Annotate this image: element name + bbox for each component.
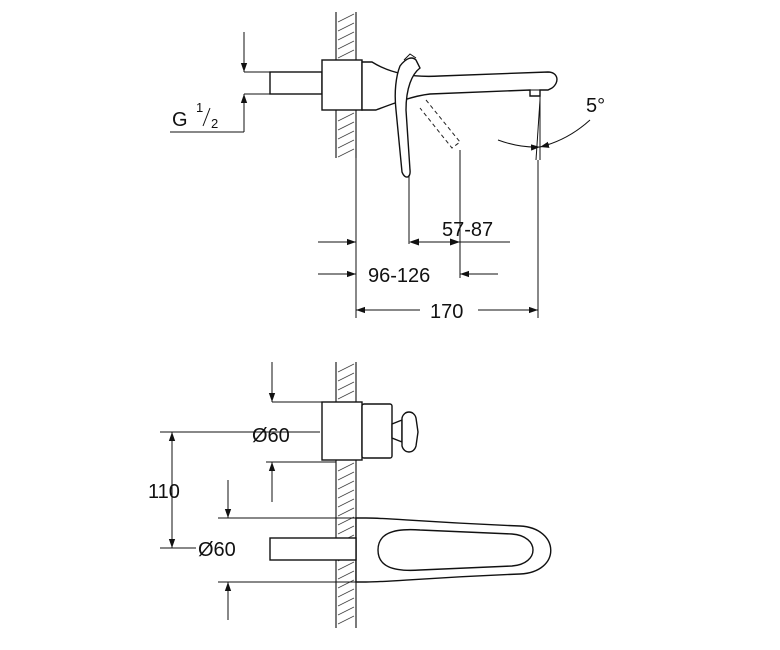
wall-hatch-line (337, 13, 355, 23)
spout-length-label: 170 (430, 301, 463, 323)
mixer-sleeve (321, 401, 363, 461)
wall-hatch-line (337, 148, 355, 158)
wall-hatch-line (337, 507, 355, 517)
side-view: G 1 2 5° 57-87 (170, 12, 605, 323)
wall-hatch-line (337, 381, 355, 391)
spout-length-dimension: 170 (356, 301, 538, 323)
thread-label: G (172, 109, 188, 131)
spout-body (361, 61, 558, 111)
angle-label: 5° (586, 95, 605, 117)
wall-hatch-line (337, 121, 355, 131)
spout-inlet-pipe (269, 537, 357, 561)
inlet-pipe (269, 71, 323, 95)
lever-range-dimension: 57-87 (409, 219, 510, 246)
mixer-knob-stem (391, 418, 403, 444)
mixer-cartridge (361, 403, 393, 459)
mixer-knob (401, 411, 419, 453)
wall-hatch-line (337, 606, 355, 616)
wall-hatch-line (337, 462, 355, 472)
centre-distance-dimension: 110 (148, 431, 320, 549)
mounting-flange (321, 59, 363, 111)
lower-diameter-dimension: Ø60 (198, 480, 356, 620)
wall-hatch-line (337, 49, 355, 59)
wall-hatch-line (337, 471, 355, 481)
lower-diameter-label: Ø60 (198, 539, 236, 561)
wall-hatch-line (337, 498, 355, 508)
wall-hatch-line (337, 525, 355, 535)
front-view: Ø60 110 Ø60 (148, 362, 552, 628)
thread-dimension: G 1 2 (170, 32, 272, 133)
lever-range-label: 57-87 (442, 219, 493, 241)
lever-handle (394, 57, 421, 178)
lever-swing-path (419, 99, 461, 149)
wall-hatch-line (337, 561, 355, 571)
wall-hatch-line (337, 130, 355, 140)
depth-range-label: 96-126 (368, 265, 430, 287)
wall-hatch-line (337, 363, 355, 373)
wall-hatch-line (337, 139, 355, 149)
wall-hatch-line (337, 480, 355, 490)
wall-hatch-line (337, 570, 355, 580)
wall-hatch-line (337, 597, 355, 607)
wall-hatch-line (337, 40, 355, 50)
spout-outlet-oval (377, 528, 534, 572)
upper-diameter-dimension: Ø60 (252, 362, 336, 502)
centre-distance-label: 110 (148, 481, 180, 503)
wall-hatch-line (337, 588, 355, 598)
wall-hatch-line (337, 489, 355, 499)
wall-hatch-line (337, 31, 355, 41)
wall-hatch-line (337, 112, 355, 122)
thread-sub: 2 (211, 116, 218, 131)
wall-hatch-line (337, 615, 355, 625)
wall-hatch-line (337, 390, 355, 400)
angle-dimension: 5° (497, 95, 605, 161)
thread-sup: 1 (196, 100, 203, 115)
depth-range-dimension: 96-126 (318, 238, 498, 287)
wall-hatch-line (337, 372, 355, 382)
upper-diameter-label: Ø60 (252, 425, 290, 447)
wall-hatch-line (337, 579, 355, 589)
wall-hatch-line (337, 22, 355, 32)
